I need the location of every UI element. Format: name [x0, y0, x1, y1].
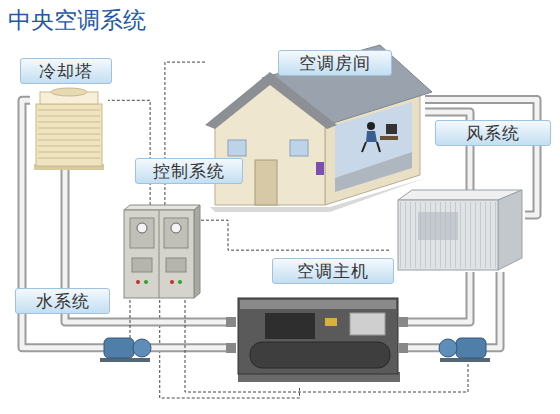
house-window	[290, 140, 308, 156]
cabinet-panel	[132, 258, 152, 272]
house-door	[255, 160, 277, 205]
pipe-stub	[226, 317, 236, 327]
pump-base	[100, 358, 150, 362]
component-label: 控制系统	[135, 158, 243, 184]
cabinet-front	[124, 210, 194, 298]
desk	[380, 136, 398, 140]
meter	[137, 223, 147, 233]
room-floor	[335, 152, 412, 192]
chiller-control-panel	[350, 313, 385, 335]
cabinet-panel	[166, 258, 186, 272]
indicator-light	[144, 280, 148, 284]
cabinet-top	[124, 205, 200, 210]
ahu-front	[398, 200, 498, 270]
person-head	[367, 122, 375, 130]
tower-fan-stack	[51, 88, 87, 96]
component-node: 冷却塔	[30, 88, 108, 170]
component-node: 控制系统	[122, 205, 196, 300]
cabinet-door-line	[159, 210, 160, 298]
house-main-roof	[262, 45, 432, 124]
water-pipe-core	[405, 272, 500, 348]
indicator-light	[136, 280, 140, 284]
chiller-top-panel	[240, 300, 396, 309]
component-label: 空调主机	[272, 258, 394, 284]
pump-volute	[133, 339, 151, 357]
water-pipe	[405, 272, 470, 322]
water-pipe	[405, 272, 500, 348]
control-wire	[108, 100, 150, 205]
cabinet-panel	[164, 218, 188, 248]
pipe-stub	[398, 317, 408, 327]
house-window	[228, 140, 246, 156]
pump-volute	[439, 339, 457, 357]
component-label: 水系统	[15, 288, 110, 314]
component-label: 风系统	[435, 120, 551, 146]
house-gable-roof	[205, 72, 337, 129]
chair	[362, 142, 380, 152]
water-pipe-core	[405, 272, 470, 322]
cabinet-panel	[130, 218, 154, 248]
compressor	[265, 313, 315, 339]
pump-motor	[104, 338, 134, 358]
ahu-fins	[400, 202, 496, 268]
connector	[405, 272, 500, 348]
cabinet-side	[194, 205, 200, 298]
ahu-grille	[418, 212, 458, 240]
component-node: 水系统	[15, 288, 110, 314]
person-body	[366, 131, 377, 142]
pipe-stub	[226, 343, 236, 353]
tower-louvers	[38, 110, 100, 158]
connector	[196, 220, 390, 250]
diagram-title: 中央空调系统	[8, 5, 146, 36]
tower-body	[36, 104, 102, 166]
pump-motor	[456, 338, 486, 358]
component-node: 风系统	[390, 188, 525, 272]
connector	[108, 100, 150, 205]
control-wire	[196, 220, 390, 250]
indicator-light	[178, 280, 182, 284]
indoor-unit	[316, 162, 324, 175]
component-label: 冷却塔	[20, 58, 112, 84]
control-wire	[130, 300, 131, 338]
component-node: 空调房间	[205, 40, 425, 210]
chiller-frame	[238, 298, 398, 374]
monitor	[386, 124, 397, 134]
indicator-light	[170, 280, 174, 284]
ahu-side	[498, 190, 522, 270]
component-label: 空调房间	[278, 50, 392, 76]
pump-base	[440, 358, 490, 362]
meter	[171, 223, 181, 233]
chiller-part	[325, 318, 337, 326]
component-node: 空调主机	[232, 290, 405, 388]
chiller-shell	[250, 342, 390, 368]
pipe-stub	[398, 343, 408, 353]
